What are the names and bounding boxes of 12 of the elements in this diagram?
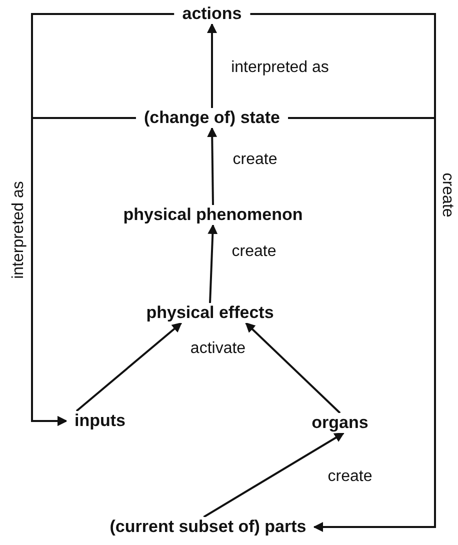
label-text: activate	[190, 340, 246, 358]
arrow	[245, 322, 341, 414]
arrow	[203, 432, 344, 518]
edge-label: interpreted as	[10, 179, 28, 281]
arrow	[208, 224, 218, 304]
node-label: actions	[174, 4, 250, 24]
arrow	[207, 23, 217, 108]
arrow	[207, 127, 218, 206]
arrow	[288, 117, 436, 532]
arrow	[76, 322, 182, 412]
edge-label: interpreted as	[229, 59, 331, 77]
arrow	[31, 117, 136, 426]
